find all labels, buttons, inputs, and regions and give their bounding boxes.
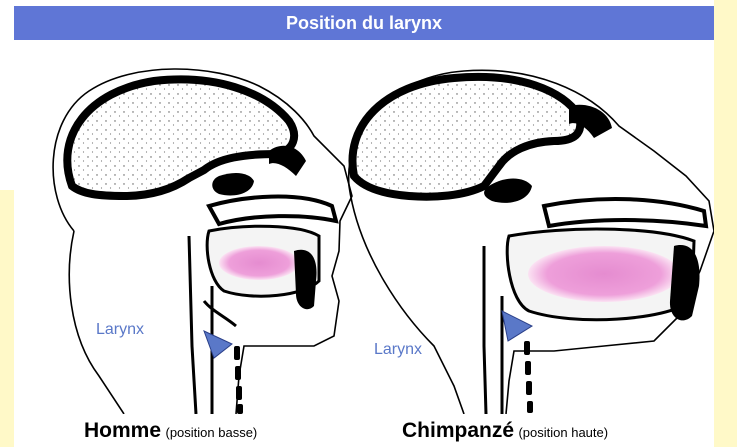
human-caption: Homme (position basse) <box>84 419 257 443</box>
chimp-caption-sub: (position haute) <box>518 425 608 440</box>
human-larynx <box>204 331 232 358</box>
chimp-caption: Chimpanzé (position haute) <box>402 419 608 443</box>
human-caption-sub: (position basse) <box>165 425 257 440</box>
human-orbit <box>212 173 254 195</box>
yellow-margin-left <box>0 190 14 447</box>
page-title: Position du larynx <box>286 13 442 34</box>
title-bar: Position du larynx <box>14 6 714 40</box>
chimp-back-neck <box>349 186 464 414</box>
human-larynx-label: Larynx <box>96 321 144 338</box>
human-tongue-pink <box>219 246 299 280</box>
human-skull <box>67 79 294 196</box>
chimp-larynx-label: Larynx <box>374 341 422 358</box>
chimpanzee-head <box>349 70 714 414</box>
chimp-jaw <box>670 245 700 320</box>
chimp-nasal-cavity <box>544 199 706 226</box>
human-nasal-cavity <box>209 197 336 224</box>
human-jaw <box>294 250 317 309</box>
human-epiglottis <box>204 301 236 326</box>
chimp-pharynx <box>484 246 502 414</box>
larynx-comparison-illustration: Larynx <box>14 46 714 414</box>
yellow-margin-right <box>714 0 737 447</box>
figure-frame: Position du larynx <box>14 6 714 447</box>
chimp-caption-main: Chimpanzé <box>402 419 514 442</box>
human-caption-main: Homme <box>84 419 161 442</box>
chimp-tongue-pink <box>528 246 680 302</box>
human-brow <box>269 146 306 176</box>
chimp-skull <box>352 77 580 197</box>
human-head <box>53 69 352 414</box>
chimp-larynx <box>502 311 532 341</box>
